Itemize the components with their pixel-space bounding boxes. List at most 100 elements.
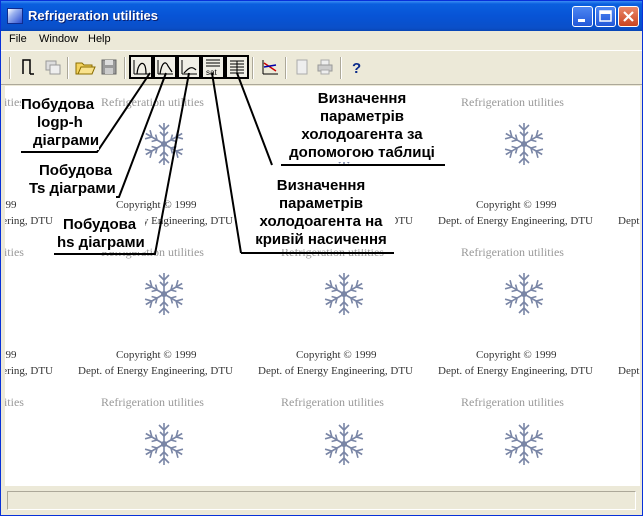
title-bar[interactable]: Refrigeration utilities <box>1 1 642 31</box>
saturation-table-button[interactable]: sat <box>201 55 225 79</box>
snowflake-icon <box>501 121 547 167</box>
annotation-line: logp-h <box>37 114 83 131</box>
property-table-icon <box>230 60 244 74</box>
menu-file[interactable]: File <box>9 33 27 45</box>
watermark-department: Dept. of Energy Engineering, DTU <box>258 365 413 377</box>
annotation-line: Ts діаграми <box>29 180 116 197</box>
status-pane <box>7 491 636 510</box>
toolbar: sat ? <box>1 50 642 85</box>
annotation-line: Побудова <box>39 162 113 179</box>
new-button[interactable] <box>16 55 40 79</box>
annotation-hs: Побудова hs діаграми <box>57 216 145 252</box>
toolbar-separator <box>124 57 126 79</box>
snowflake-icon <box>5 271 7 317</box>
watermark-copyright: Copyright © 1999 <box>5 199 17 211</box>
snowflake-icon <box>321 271 367 317</box>
annotation-saturation: Визначення параметрів холодоагента на кр… <box>247 177 395 249</box>
help-icon: ? <box>352 60 361 77</box>
saturation-table-icon: sat <box>206 59 220 77</box>
watermark-department: Dept. of Energy Engineering, DTU <box>5 365 53 377</box>
ts-diagram-icon <box>157 60 173 75</box>
close-button[interactable] <box>618 6 639 27</box>
app-icon[interactable] <box>7 8 23 24</box>
hs-diagram-button[interactable] <box>177 55 201 79</box>
copy-button[interactable] <box>41 55 65 79</box>
snowflake-icon <box>501 421 547 467</box>
watermark-department: Dept. of Energy Engineering, DTU <box>78 365 233 377</box>
minimize-button[interactable] <box>572 6 593 27</box>
watermark-app-name: Refrigeration utilities <box>5 95 24 109</box>
ts-diagram-button[interactable] <box>153 55 177 79</box>
annotation-line: hs діаграми <box>57 234 145 251</box>
annotation-line: холодоагента за <box>301 126 423 143</box>
svg-text:?: ? <box>352 60 361 77</box>
annotation-ts: Побудова Ts діаграми <box>29 162 116 198</box>
copy-icon <box>45 60 61 75</box>
watermark-app-name: Refrigeration utilities <box>5 395 24 409</box>
hs-diagram-icon <box>181 60 197 75</box>
save-button[interactable] <box>97 55 121 79</box>
watermark-copyright: Copyright © 1999 <box>296 349 377 361</box>
menu-window[interactable]: Window <box>39 33 79 45</box>
document-button[interactable] <box>290 55 314 79</box>
annotation-line: холодоагента на <box>259 213 383 230</box>
maximize-button[interactable] <box>595 6 616 27</box>
annotation-line: діаграми <box>33 132 100 149</box>
toolbar-separator <box>252 57 254 79</box>
status-bar <box>5 489 640 513</box>
watermark-app-name: Refrigeration utilities <box>461 95 564 109</box>
new-icon <box>22 59 34 75</box>
print-button[interactable] <box>313 55 337 79</box>
watermark-app-name: Refrigeration utilities <box>101 395 204 409</box>
logp-h-diagram-icon <box>133 60 149 75</box>
snowflake-icon <box>5 121 7 167</box>
watermark-copyright: Copyright © 1999 <box>116 199 197 211</box>
menu-bar: File Window Help <box>1 31 642 49</box>
annotation-line: Визначення <box>317 90 407 107</box>
snowflake-icon <box>5 421 7 467</box>
annotation-logp-h: Побудова logp-h діаграми <box>21 96 100 150</box>
maximize-icon <box>599 10 612 22</box>
toolbar-separator <box>285 57 287 79</box>
watermark-copyright: Copyright © 1999 <box>116 349 197 361</box>
close-icon <box>623 11 634 22</box>
chart-button[interactable] <box>258 55 282 79</box>
watermark-app-name: Refrigeration utilities <box>281 395 384 409</box>
watermark-app-name: Refrigeration utilities <box>461 395 564 409</box>
annotation-line: Побудова <box>21 96 95 113</box>
logp-h-diagram-button[interactable] <box>129 55 153 79</box>
watermark-app-name: Refrigeration utilities <box>5 245 24 259</box>
watermark-copyright: Copyright © 1999 <box>476 199 557 211</box>
watermark-department: Dept. of Energy Engineering, DTU <box>618 215 640 227</box>
annotation-line: параметрів <box>278 195 364 212</box>
snowflake-icon <box>501 271 547 317</box>
document-icon <box>296 59 308 75</box>
annotation-line: кривій насичення <box>255 231 387 248</box>
save-icon <box>101 59 117 75</box>
open-button[interactable] <box>73 55 97 79</box>
annotation-table: Визначення параметрів холодоагента за до… <box>279 90 445 162</box>
menu-help[interactable]: Help <box>88 33 111 45</box>
snowflake-icon <box>141 121 187 167</box>
snowflake-icon <box>141 271 187 317</box>
annotation-line: Визначення <box>276 177 366 194</box>
annotation-line: допомогою таблиці <box>289 144 435 161</box>
toolbar-separator <box>340 57 342 79</box>
annotation-line: Побудова <box>63 216 137 233</box>
watermark-copyright: Copyright © 1999 <box>476 349 557 361</box>
snowflake-icon <box>141 421 187 467</box>
open-folder-icon <box>75 62 96 75</box>
help-button[interactable]: ? <box>345 55 369 79</box>
watermark-department: Dept. of Energy Engineering, DTU <box>438 365 593 377</box>
sat-label: sat <box>206 68 217 77</box>
watermark-app-name: Refrigeration utilities <box>101 95 204 109</box>
toolbar-separator <box>67 57 69 79</box>
chart-icon <box>262 60 278 75</box>
annotation-line: параметрів <box>319 108 405 125</box>
watermark-copyright: Copyright © 1999 <box>5 349 17 361</box>
snowflake-icon <box>321 421 367 467</box>
window-title: Refrigeration utilities <box>28 8 159 23</box>
property-table-button[interactable] <box>225 55 249 79</box>
watermark-department: Dept. of Energy Engineering, DTU <box>618 365 640 377</box>
